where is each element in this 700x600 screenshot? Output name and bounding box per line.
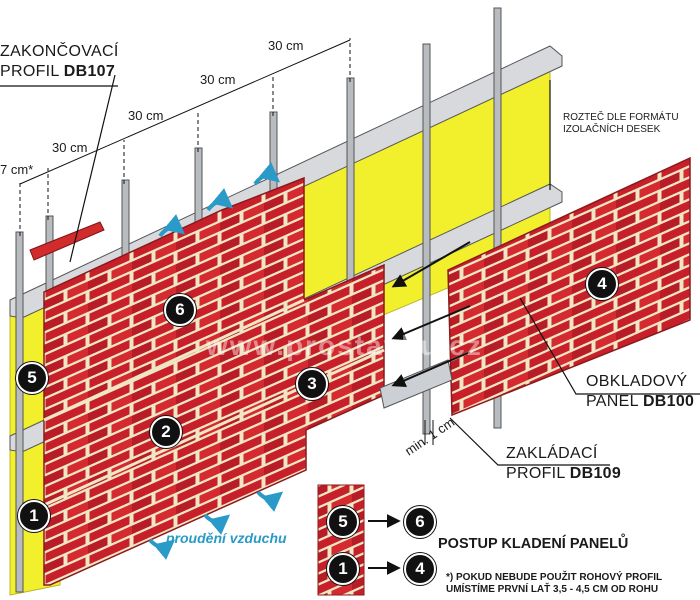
dimension-baseline [19, 39, 351, 185]
base-profile-label: ZAKLÁDACÍ [506, 445, 598, 462]
panel-joints [43, 298, 385, 507]
legend-arrows [368, 514, 401, 575]
step-badge-4: 4 [586, 268, 618, 300]
legend-badge-1: 1 [327, 553, 359, 585]
dimension-label-1: 30 cm [52, 140, 88, 155]
dimension-label-4: 30 cm [268, 38, 304, 53]
dimension-label-3: 30 cm [200, 72, 236, 87]
dimension-label-0: 7 cm* [0, 162, 34, 177]
cladding-panel-label-2: PANEL DB100 [586, 393, 695, 410]
base-profile [379, 359, 453, 409]
min-gap-dimension [424, 420, 434, 445]
end-profile [29, 221, 105, 261]
watermark: www.prostavbu.cz [206, 330, 483, 361]
leader-lines [0, 74, 700, 466]
step-badge-3: 3 [296, 368, 328, 400]
dimension-lines [19, 38, 351, 236]
step-badge-6: 6 [164, 294, 196, 326]
legend-badge-4: 4 [404, 553, 436, 585]
legend-badge-6: 6 [404, 506, 436, 538]
step-badge-1: 1 [18, 500, 50, 532]
end-profile-label: ZAKONČOVACÍ [0, 43, 119, 60]
insert-arrows [391, 241, 471, 387]
step-badge-5: 5 [16, 362, 48, 394]
step-badge-2: 2 [150, 416, 182, 448]
procedure-title: POSTUP KLADENÍ PANELŮ [438, 536, 629, 552]
vertical-profiles [15, 7, 502, 593]
end-profile-label-2: PROFIL DB107 [0, 63, 116, 80]
legend-badge-5: 5 [327, 506, 359, 538]
base-profile-label-2: PROFIL DB109 [506, 465, 622, 482]
dimension-label-2: 30 cm [128, 108, 164, 123]
airflow-label: proudění vzduchu [166, 530, 287, 546]
airflow-arrows [148, 162, 284, 560]
brick-panel-4 [447, 156, 691, 417]
cladding-panel-label: OBKLADOVÝ [586, 373, 688, 390]
